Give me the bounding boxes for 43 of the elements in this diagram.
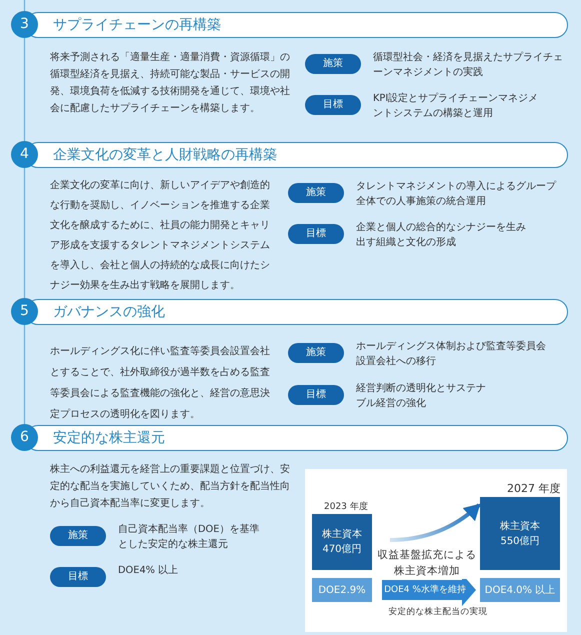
edge-label: DOE4 %水準を維持 <box>383 584 467 597</box>
category-badge: 施策 <box>305 54 361 74</box>
section-header <box>11 11 568 39</box>
equity-block: 株主資本 550億円 <box>480 497 560 570</box>
section-header <box>11 298 568 326</box>
category-badge: 目標 <box>288 224 344 244</box>
badge-description: ホールディングス体制および監査等委員会設置会社への移行 <box>356 340 546 369</box>
section-number: 3 <box>11 11 38 38</box>
category-badge: 目標 <box>50 567 106 587</box>
category-badge: 目標 <box>305 95 361 115</box>
category-badge: 施策 <box>288 343 344 363</box>
category-badge: 目標 <box>288 385 344 405</box>
badge-description: KPI設定とサプライチェーンマネジメントシステムの構築と運用 <box>373 92 540 121</box>
year-label: 2023 年度 <box>324 500 368 513</box>
section-description: ホールディングス化に伴い監査等委員会設置会社とすることで、社外取締役が過半数を占める監査等委員会による監査機能の強化と、経営の意思決定プロセスの透明化を図ります。 <box>50 344 271 422</box>
chart-panel <box>305 469 567 632</box>
section-description: 将来予測される「適量生産・適量消費・資源循環」の循環型経済を見据え、持続可能な製品・サービスの開発、環境負荷を低減する技術開発を通じて、環境や社会に配慮したサプライチェーンを構築します。 <box>50 50 290 116</box>
section-header <box>11 424 568 452</box>
section-number: 5 <box>11 298 38 325</box>
badge-description: タレントマネジメントの導入によるグループ全体での人事施策の統合運用 <box>356 180 556 209</box>
section-description: 企業文化の変革に向け、新しいアイデアや創造的な行動を奨励し、イノベーションを推進する企業文化を醸成するために、社員の能力開発とキャリア形成を支援するタレントマネジメントシステムを導入し、会社と個人の持続的な成長に向けたシナジー効果を生み出す戦略を展開します。 <box>50 178 271 293</box>
doe-block: DOE2.9% <box>312 578 372 602</box>
edge-label: 収益基盤拡充による株主資本増加 <box>377 547 477 579</box>
section-number: 4 <box>11 141 38 168</box>
arrow <box>390 504 480 542</box>
chart-note: 安定的な株主配当の実現 <box>388 606 488 619</box>
badge-description: 自己資本配当率（DOE）を基準とした安定的な株主還元 <box>118 522 260 552</box>
section-title: 安定的な株主還元 <box>53 429 165 448</box>
doe-block: DOE4.0% 以上 <box>480 578 560 602</box>
equity-block: 株主資本 470億円 <box>312 514 372 570</box>
category-badge: 施策 <box>288 183 344 203</box>
badge-description: 企業と個人の総合的なシナジーを生み出す組織と文化の形成 <box>356 220 526 250</box>
section-header <box>11 141 568 169</box>
section-title: ガバナンスの強化 <box>53 303 165 322</box>
year-label: 2027 年度 <box>507 481 560 496</box>
category-badge: 施策 <box>50 526 106 546</box>
badge-description: DOE4% 以上 <box>118 564 180 578</box>
section-description: 株主への利益還元を経営上の重要課題と位置づけ、安定的な配当を実施していくため、配当方針を配当性向から自己資本配当率に変更します。 <box>50 462 291 511</box>
section-title: サプライチェーンの再構築 <box>53 16 221 35</box>
section-title: 企業文化の変革と人財戦略の再構築 <box>53 146 277 165</box>
section-number: 6 <box>11 424 38 451</box>
badge-description: 経営判断の透明化とサステナブル経営の強化 <box>356 382 486 411</box>
badge-description: 循環型社会・経済を見据えたサプライチェーンマネジメントの実践 <box>373 50 563 80</box>
